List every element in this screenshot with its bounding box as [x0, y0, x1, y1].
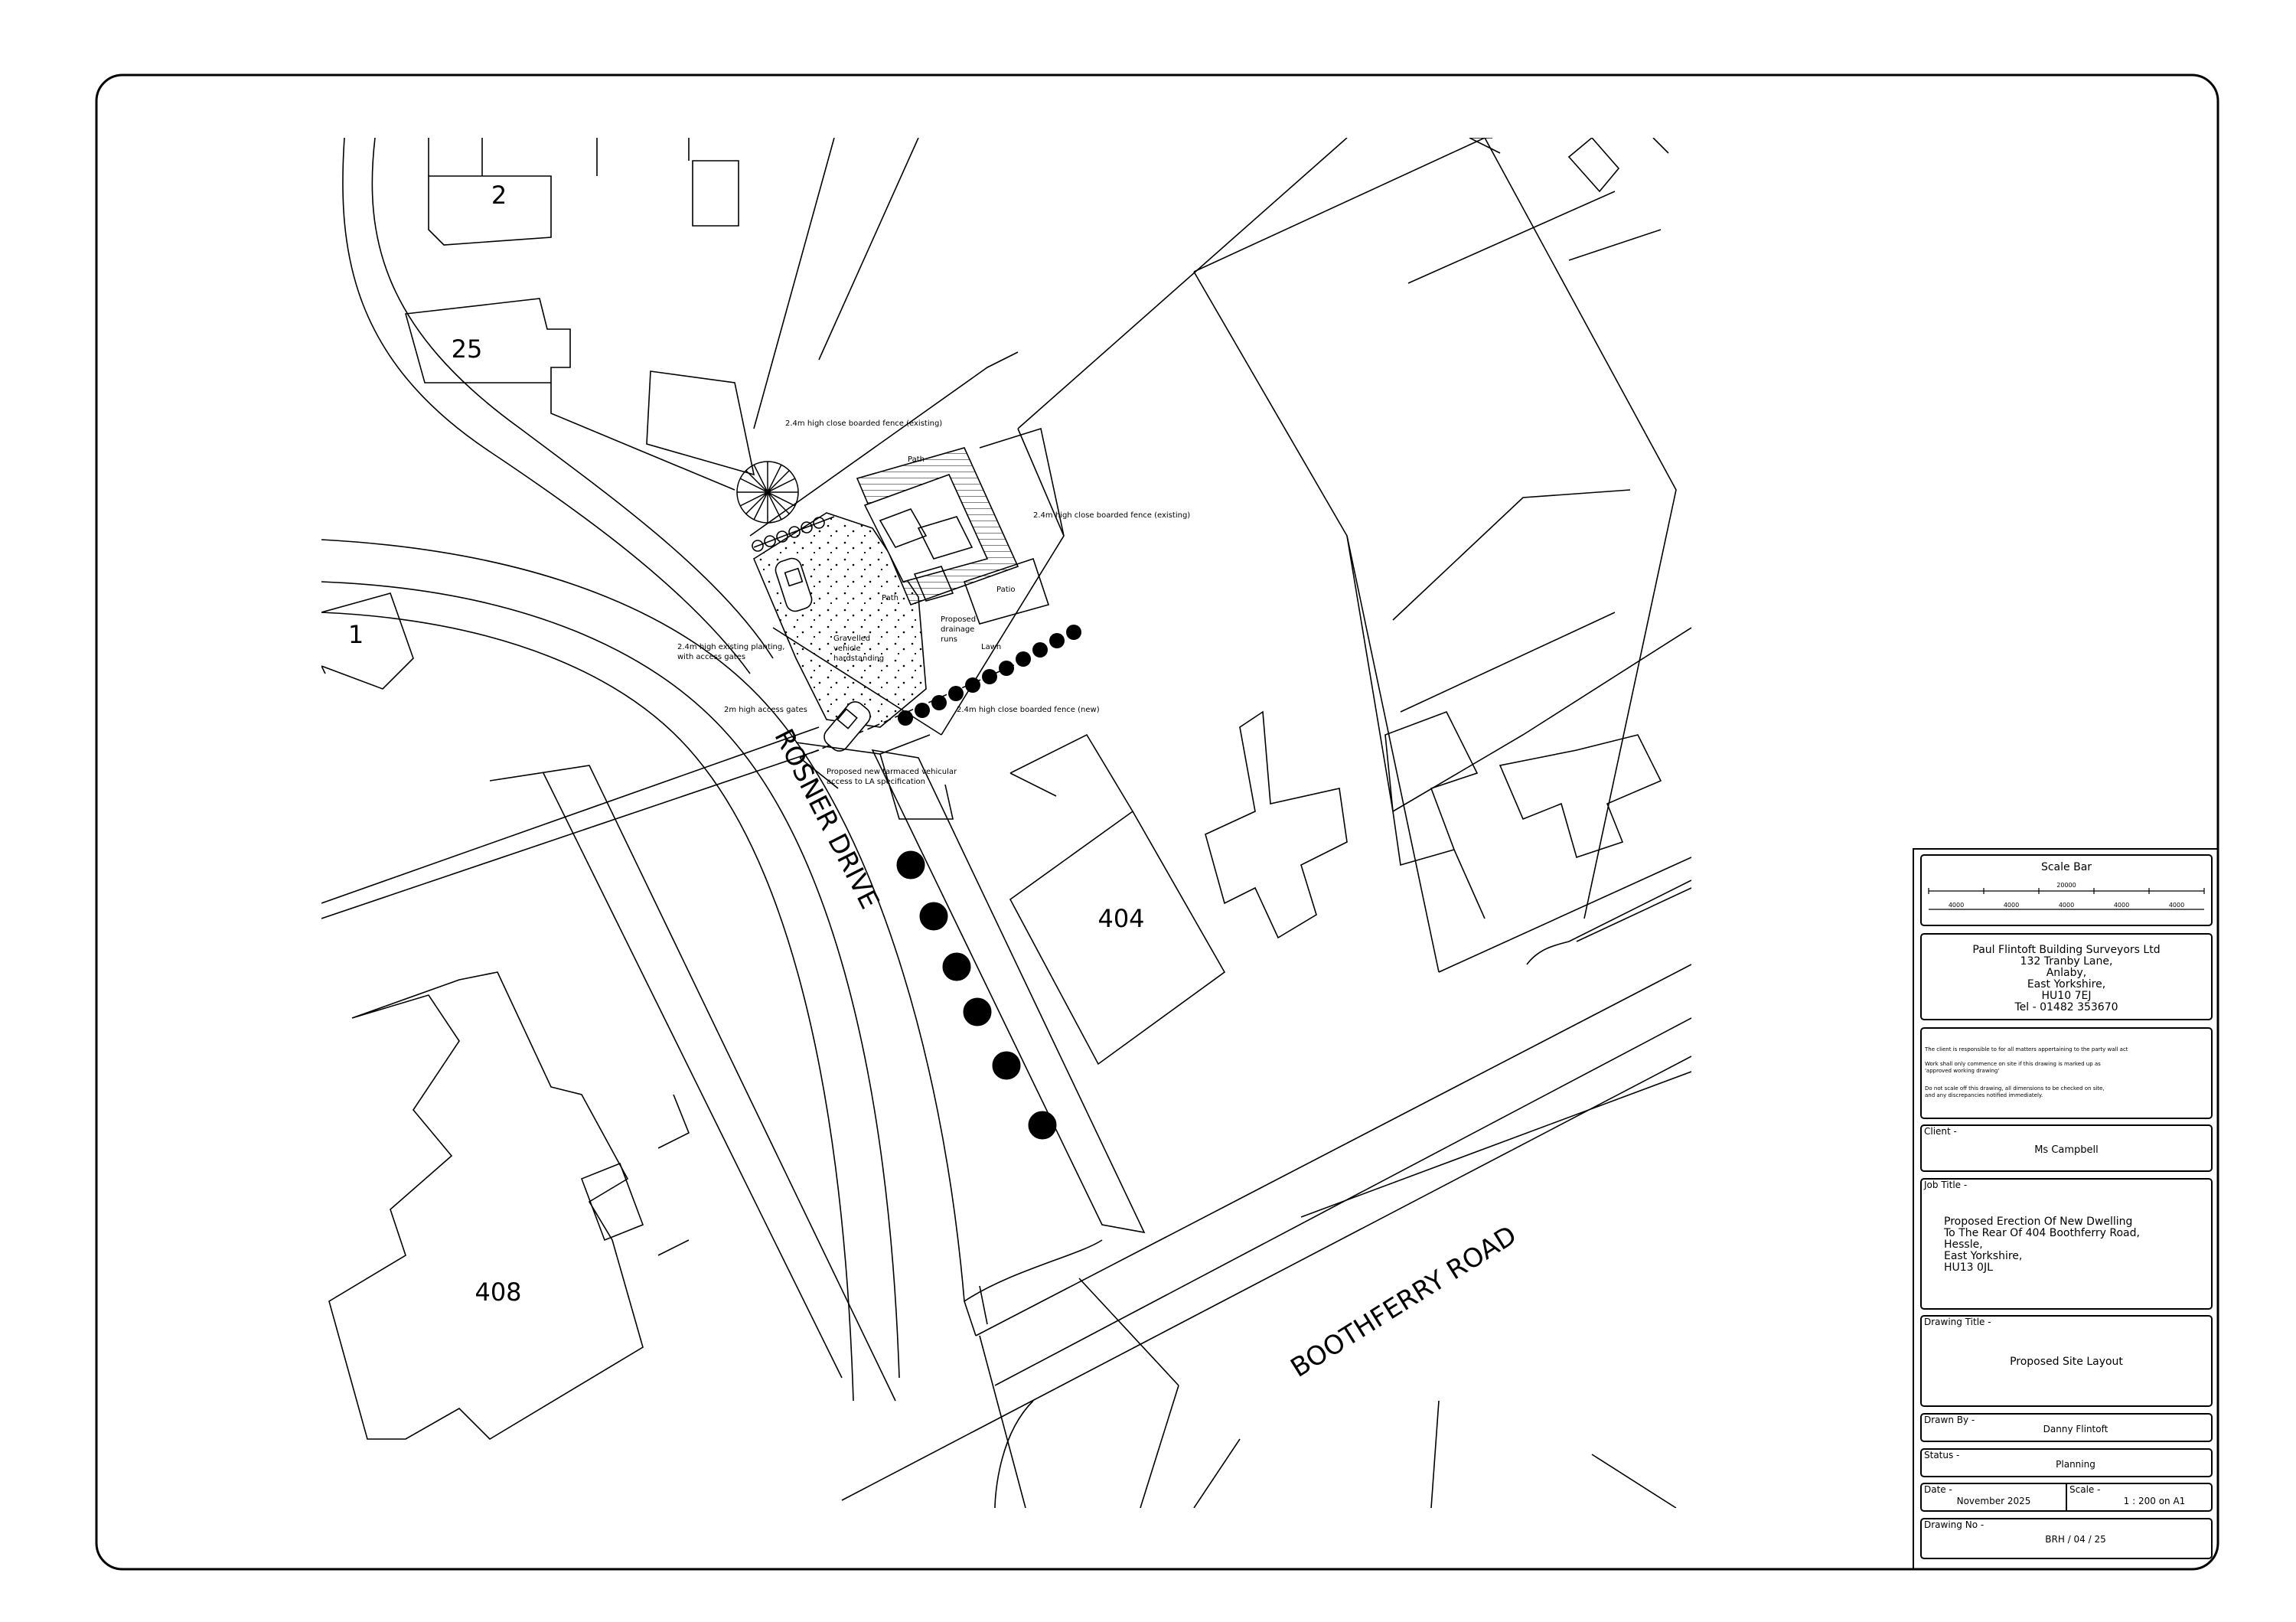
- disclaimer-block: The client is responsible to for all mat…: [1924, 1046, 2128, 1098]
- house-number-25: 25: [452, 335, 483, 364]
- disclaimer-line: Work shall only commence on site if this…: [1925, 1061, 2101, 1067]
- tree-row-icon: [896, 850, 1057, 1140]
- note-fence-existing-north: 2.4m high close boarded fence (existing): [785, 419, 942, 428]
- date: November 2025: [1957, 1496, 2031, 1506]
- note-path-1: Path: [908, 455, 925, 464]
- car-icon: [823, 701, 871, 752]
- note-tarmac: Proposed new tarmaced vehicular access t…: [827, 768, 959, 786]
- job-title-line: Hessle,: [1944, 1239, 1983, 1251]
- scale-bar-title: Scale Bar: [2041, 861, 2092, 873]
- drawing-number: BRH / 04 / 25: [2045, 1534, 2105, 1545]
- note-fence-existing-east: 2.4m high close boarded fence (existing): [1033, 511, 1190, 520]
- drawing-title-label: Drawing Title -: [1924, 1317, 1991, 1327]
- proposed-dwelling: [856, 447, 1050, 625]
- note-lawn: Lawn: [981, 643, 1001, 651]
- scale-bar-segment-label: 4000: [2169, 902, 2184, 909]
- company-telephone: Tel - 01482 353670: [2014, 1001, 2118, 1013]
- scale-bar: Scale Bar 20000 4000 4000 4000 4000 4000: [1928, 861, 2205, 910]
- company-block: Paul Flintoft Building Surveyors Ltd 132…: [1972, 944, 2160, 1013]
- scale-bar-segment-label: 4000: [2114, 902, 2129, 909]
- site-entrance: [795, 734, 954, 820]
- plan-linework: [321, 138, 1691, 1508]
- client-name: Ms Campbell: [2034, 1144, 2099, 1156]
- house-number-404: 404: [1097, 904, 1144, 933]
- status-label: Status -: [1924, 1450, 1959, 1460]
- company-address-1: 132 Tranby Lane,: [2020, 955, 2113, 968]
- client-label: Client -: [1924, 1126, 1957, 1137]
- company-postcode: HU10 7EJ: [2042, 990, 2092, 1002]
- note-access-gates: 2m high access gates: [724, 706, 807, 714]
- job-title-line: HU13 0JL: [1944, 1261, 1993, 1274]
- shrub-row-icon: [752, 516, 835, 552]
- scale-bar-total: 20000: [2056, 882, 2076, 889]
- scale-bar-segment-label: 4000: [2004, 902, 2019, 909]
- job-title-line: To The Rear Of 404 Boothferry Road,: [1943, 1227, 2140, 1239]
- note-patio: Patio: [996, 586, 1016, 594]
- title-block: [1913, 848, 2218, 1569]
- date-label: Date -: [1924, 1484, 1952, 1495]
- job-title: Proposed Erection Of New Dwelling To The…: [1943, 1216, 2140, 1274]
- scale: 1 : 200 on A1: [2124, 1496, 2186, 1506]
- sheet-border: [95, 73, 2219, 1571]
- drawing-number-label: Drawing No -: [1924, 1519, 1984, 1530]
- house-number-1: 1: [348, 620, 364, 649]
- road-label-boothferry-road: BOOTHFERRY ROAD: [1286, 1220, 1522, 1384]
- disclaimer-line: The client is responsible to for all mat…: [1924, 1046, 2128, 1053]
- scale-label: Scale -: [2069, 1484, 2100, 1495]
- note-drainage: Proposed drainage runs: [941, 615, 978, 644]
- job-title-line: East Yorkshire,: [1944, 1250, 2022, 1262]
- disclaimer-line: Do not scale off this drawing, all dimen…: [1925, 1085, 2105, 1092]
- drawn-by-label: Drawn By -: [1924, 1415, 1975, 1425]
- house-number-408: 408: [475, 1278, 521, 1307]
- status: Planning: [2056, 1459, 2095, 1470]
- note-planting-line: 2.4m high existing planting,: [677, 643, 784, 651]
- scale-bar-segment-label: 4000: [1949, 902, 1964, 909]
- new-hedge-fence: [898, 625, 1081, 726]
- tree-icon: [736, 461, 799, 524]
- car-icon: [775, 557, 813, 612]
- note-planting: 2.4m high existing planting, with access…: [677, 643, 788, 661]
- company-name: Paul Flintoft Building Surveyors Ltd: [1972, 944, 2160, 956]
- disclaimer-line: and any discrepancies notified immediate…: [1925, 1092, 2043, 1098]
- note-path-2: Path: [882, 594, 899, 602]
- company-address-2: Anlaby,: [2047, 967, 2087, 979]
- note-planting-line: with access gates: [677, 653, 745, 661]
- note-graveled: Gravelled vehicle hardstanding: [833, 635, 884, 663]
- job-title-label: Job Title -: [1923, 1180, 1967, 1190]
- job-title-line: Proposed Erection Of New Dwelling: [1944, 1216, 2132, 1228]
- drawn-by: Danny Flintoft: [2043, 1424, 2108, 1434]
- company-address-3: East Yorkshire,: [2027, 978, 2105, 990]
- drawing-title: Proposed Site Layout: [2010, 1356, 2123, 1368]
- scale-bar-segment-label: 4000: [2059, 902, 2074, 909]
- house-number-2: 2: [491, 181, 507, 210]
- disclaimer-line: 'approved working drawing': [1925, 1068, 1999, 1074]
- note-fence-new: 2.4m high close boarded fence (new): [957, 706, 1100, 714]
